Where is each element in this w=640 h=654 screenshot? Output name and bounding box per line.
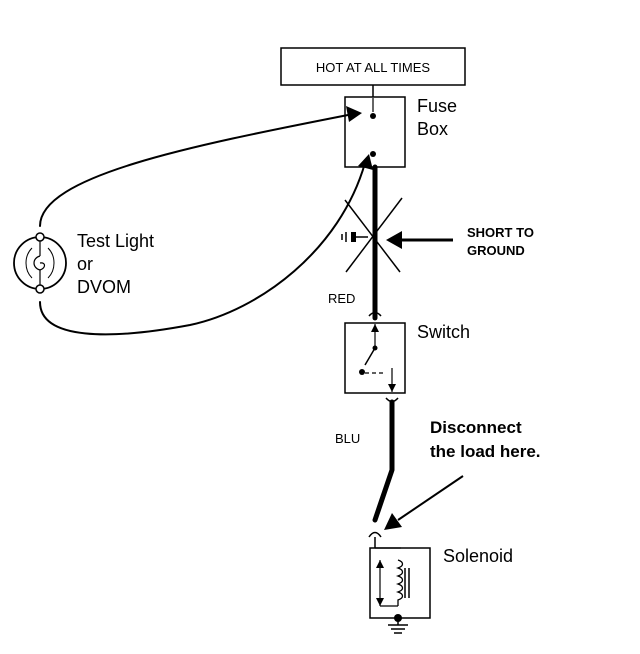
test-lead-upper xyxy=(39,114,349,227)
switch-label: Switch xyxy=(417,322,470,342)
ground-icon xyxy=(341,232,368,242)
fuse-box-label-2: Box xyxy=(417,119,448,139)
short-to-ground-mark xyxy=(344,197,403,273)
solenoid: Solenoid xyxy=(369,537,513,619)
disconnect-note-2: the load here. xyxy=(430,442,541,461)
short-label-1: SHORT TO xyxy=(467,225,534,240)
test-lead-lower-arrow-icon xyxy=(358,154,373,170)
test-light-icon xyxy=(13,232,67,294)
solenoid-ground-icon xyxy=(388,614,408,634)
blu-wire xyxy=(372,399,395,523)
test-lead-lower xyxy=(39,162,366,336)
test-light-label-3: DVOM xyxy=(77,277,131,297)
red-wire-label: RED xyxy=(328,291,355,306)
short-arrow-icon xyxy=(386,231,453,249)
fuse-lower-terminal xyxy=(370,151,376,157)
hot-at-all-times-label: HOT AT ALL TIMES xyxy=(316,60,430,75)
fuse-box-label-1: Fuse xyxy=(417,96,457,116)
blu-wire-label: BLU xyxy=(335,431,360,446)
fuse-upper-terminal xyxy=(370,113,376,119)
switch: Switch xyxy=(344,311,470,403)
disconnect-arrow-icon xyxy=(384,475,464,530)
test-light-label-1: Test Light xyxy=(77,231,154,251)
test-lead-upper-arrow-icon xyxy=(346,106,362,122)
test-light-label-2: or xyxy=(77,254,93,274)
short-label-2: GROUND xyxy=(467,243,525,258)
solenoid-label: Solenoid xyxy=(443,546,513,566)
hot-at-all-times-box: HOT AT ALL TIMES xyxy=(280,47,466,86)
disconnect-point xyxy=(368,531,382,538)
fuse-box: Fuse Box xyxy=(344,96,457,168)
disconnect-note-1: Disconnect xyxy=(430,418,522,437)
